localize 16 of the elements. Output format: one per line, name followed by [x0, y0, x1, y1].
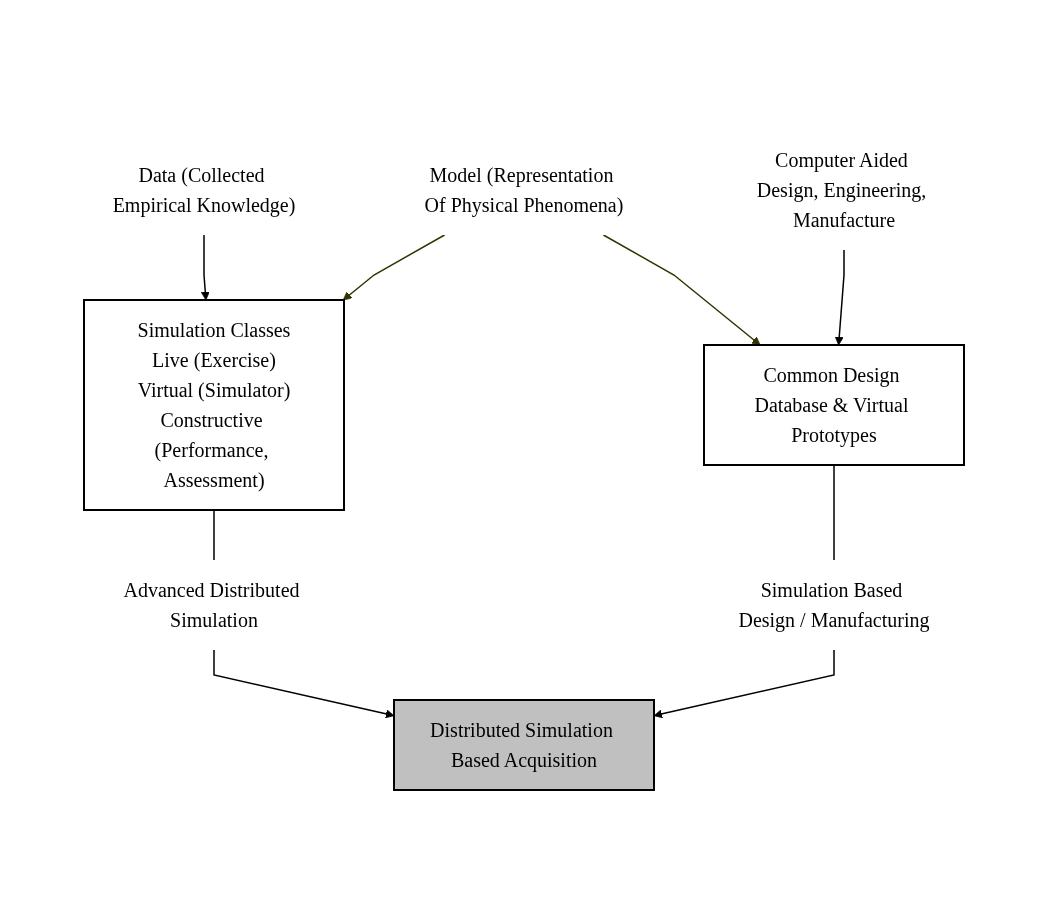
arrow — [342, 233, 445, 300]
arrow — [834, 248, 845, 345]
arrow — [200, 233, 210, 300]
connector — [832, 463, 835, 561]
arrow — [212, 648, 394, 718]
node-text: Advanced Distributed Simulation — [122, 578, 300, 631]
node-box: Common Design Database & Virtual Prototypes — [702, 343, 965, 466]
node-text: Computer Aided Design, Engineering, Manufacture — [756, 148, 926, 231]
node-text: Data (Collected Empirical Knowledge) — [112, 163, 295, 216]
node-box: Distributed Simulation Based Acquisition — [392, 698, 655, 791]
arrow — [653, 648, 835, 718]
node-box: Simulation Classes Live (Exercise) Virtual (Simulator) Constructive (Performance, Assessment) — [82, 298, 345, 511]
node-text: Model (Representation Of Physical Phenomena) — [424, 163, 623, 216]
node-text: Simulation Based Design / Manufacturing — [737, 578, 930, 631]
arrow — [602, 233, 761, 345]
connector — [212, 508, 215, 561]
